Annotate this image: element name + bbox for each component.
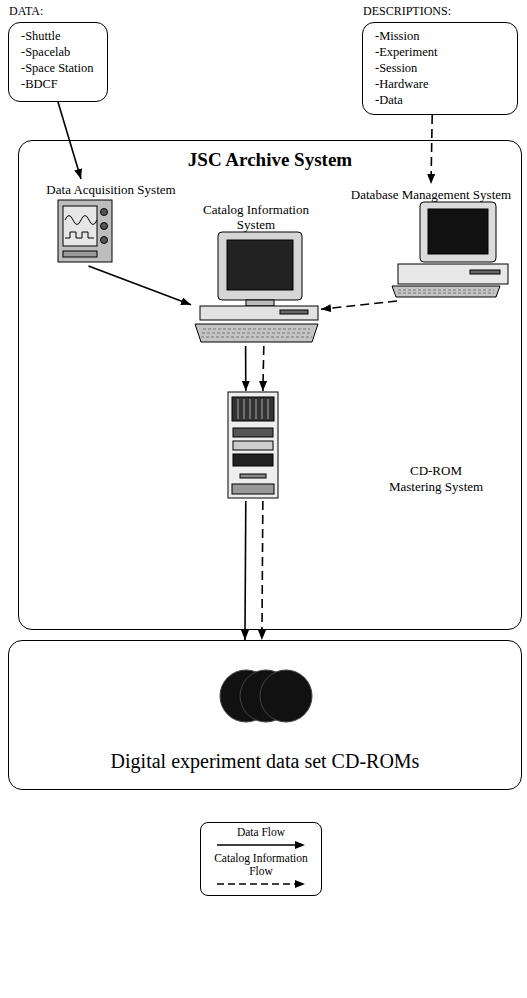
cdrom-tower-icon xyxy=(228,392,278,498)
side-label-text: CD-ROM Mastering System xyxy=(384,463,488,495)
legend-line xyxy=(217,883,297,885)
heading-out-text: DATA: xyxy=(9,4,43,19)
data-source-box: DATA:-Shuttle-Spacelab-Space Station-BDC… xyxy=(8,22,108,102)
legend-text: Data Flow xyxy=(207,826,315,839)
catalog-flow-arrow xyxy=(431,115,432,184)
database-system: Database Management System xyxy=(346,184,516,301)
mastering-system: CD-ROM Mastering System xyxy=(226,391,281,501)
acquisition-system: Data Acquisition System xyxy=(36,179,186,266)
item-text: -Mission xyxy=(375,28,507,44)
item-text: -Session xyxy=(375,60,507,76)
catalog-computer-icon xyxy=(195,232,318,342)
catalog-flow-arrow xyxy=(261,501,264,640)
heading-out-text: DESCRIPTIONS: xyxy=(363,4,451,19)
item-text: -Experiment xyxy=(375,44,507,60)
item-text: -BDCF xyxy=(21,76,97,92)
archive-system-box: JSC Archive SystemData Acquisition Syste… xyxy=(18,140,522,630)
data-flow-arrow xyxy=(89,266,192,305)
cdrom-output-box: Digital experiment data set CD-ROMs xyxy=(8,640,522,790)
item-text: -Shuttle xyxy=(21,28,97,44)
legend-text: Catalog Information Flow xyxy=(207,852,315,878)
catalog-flow-arrow xyxy=(321,301,397,309)
legend-arrowhead xyxy=(295,880,305,888)
catalog-flow-arrow xyxy=(262,346,265,391)
big-label-text: Digital experiment data set CD-ROMs xyxy=(9,750,521,773)
legend-line-sample xyxy=(215,840,307,850)
item-text: -Hardware xyxy=(375,76,507,92)
data-flow-arrow xyxy=(244,501,246,640)
title-text: JSC Archive System xyxy=(19,149,521,171)
item-text: -Spacelab xyxy=(21,44,97,60)
legend-line xyxy=(217,844,297,846)
cdrom-discs xyxy=(220,670,312,722)
legend-entry: Catalog Information Flow xyxy=(207,852,315,889)
item-text: -Data xyxy=(375,92,507,108)
label-text: Catalog Information System xyxy=(191,199,321,232)
legend-box: Data FlowCatalog Information Flow xyxy=(200,822,322,896)
label-text: Database Management System xyxy=(346,184,516,202)
description-box: DESCRIPTIONS:-Mission-Experiment-Session… xyxy=(362,22,518,115)
catalog-system: Catalog Information System xyxy=(191,199,321,346)
legend-entry: Data Flow xyxy=(207,826,315,850)
legend-arrowhead xyxy=(295,841,305,849)
item-text: -Space Station xyxy=(21,60,97,76)
database-computer-icon xyxy=(392,202,508,297)
data-flow-arrow xyxy=(245,346,247,391)
label-text: Data Acquisition System xyxy=(36,179,186,197)
oscilloscope-icon xyxy=(58,200,112,262)
legend-line-sample xyxy=(215,879,307,889)
